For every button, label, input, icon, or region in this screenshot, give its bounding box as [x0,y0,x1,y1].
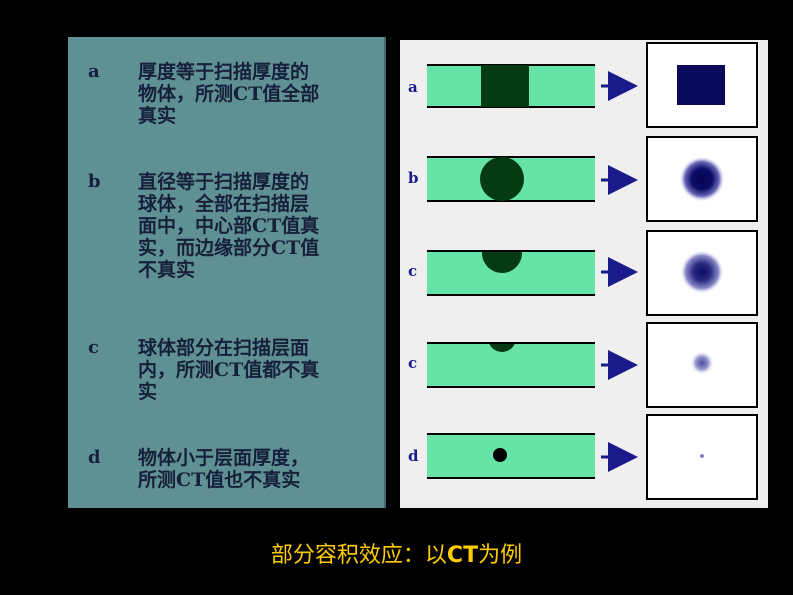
ct-result-dot [699,453,705,459]
row-label: c [408,354,417,372]
scan-slab [427,343,595,387]
partial-volume-diagram: a b c [408,42,758,500]
row-c-1: c [408,230,758,316]
explanation-panel: a 厚度等于扫描厚度的 物体，所测CT值全部 真实 b 直径等于扫描厚度的 球体… [68,37,386,508]
caption-bold: CT [446,543,479,568]
item-letter: a [88,61,100,82]
row-c-2: c [408,322,758,408]
slide-caption: 部分容积效应：以CT为例 [0,537,793,569]
sphere-object-partial [488,343,516,352]
item-letter: b [88,171,101,192]
ct-result-blur [679,156,725,202]
scan-slab [427,434,595,478]
item-letter: c [88,337,99,358]
row-d: d [408,414,758,500]
item-text: 直径等于扫描厚度的 球体，全部在扫描层 面中，中心部CT值真 实，而边缘部分CT… [138,171,320,281]
item-text: 物体小于层面厚度， 所测CT值也不真实 [138,447,310,491]
item-letter: d [88,447,101,468]
row-a: a [408,42,758,128]
ct-result-blur [680,250,724,294]
row-label: d [408,447,419,465]
diagram-panel: a b c [400,40,768,508]
row-label: b [408,169,419,187]
caption-suffix: 为例 [478,543,523,568]
row-b: b [408,136,758,222]
ct-result-blur [690,351,714,375]
item-text: 球体部分在扫描层面 内，所测CT值都不真 实 [138,337,320,403]
caption-prefix: 部分容积效应：以 [270,543,447,568]
block-object [481,65,529,107]
sphere-object-partial [482,251,522,273]
row-label: a [408,78,418,96]
ct-result-square [677,65,725,105]
item-text: 厚度等于扫描厚度的 物体，所测CT值全部 真实 [138,61,320,127]
row-label: c [408,262,417,280]
small-object [493,448,507,462]
sphere-object [480,157,524,201]
